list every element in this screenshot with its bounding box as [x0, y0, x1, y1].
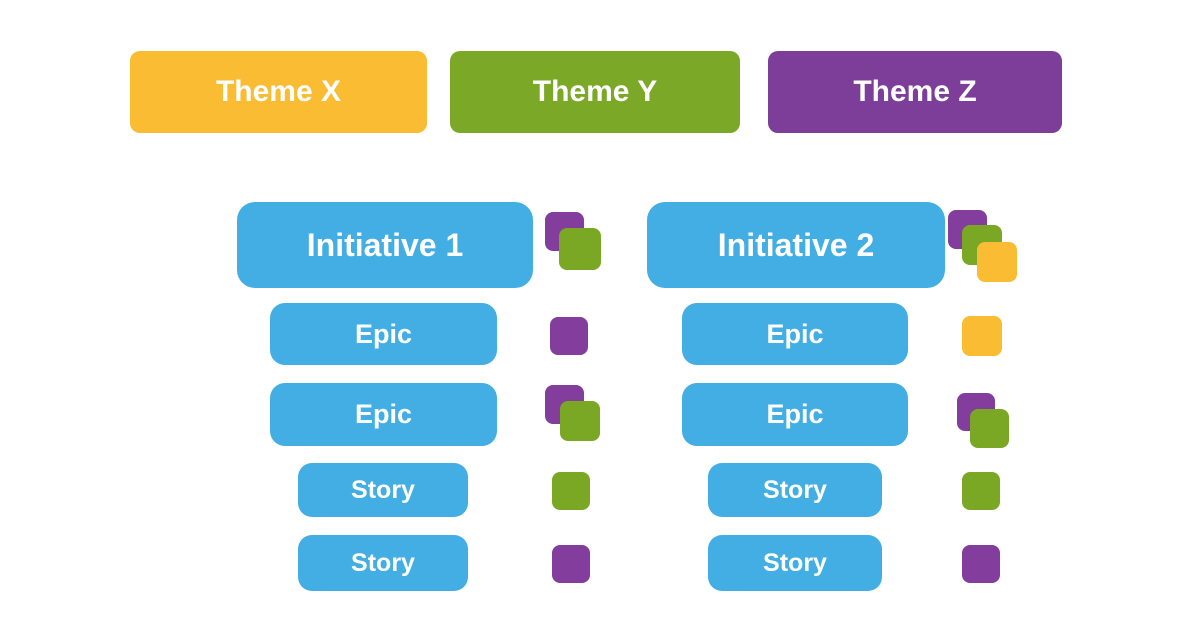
story-label: Story	[351, 548, 415, 577]
story-box: Story	[298, 535, 468, 591]
green-tag	[962, 472, 1000, 510]
purple-tag	[962, 545, 1000, 583]
theme-z-label: Theme Z	[853, 75, 977, 108]
theme-x-button: Theme X	[130, 51, 427, 133]
story-box: Story	[708, 535, 882, 591]
green-tag	[560, 401, 600, 441]
epic-box: Epic	[682, 303, 908, 365]
initiative-2-label: Initiative 2	[717, 226, 875, 263]
epic-label: Epic	[766, 318, 824, 349]
story-box: Story	[298, 463, 468, 517]
theme-y-label: Theme Y	[532, 75, 658, 108]
green-tag	[552, 472, 590, 510]
yellow-tag	[977, 242, 1017, 282]
story-label: Story	[763, 475, 827, 504]
story-box: Story	[708, 463, 882, 517]
purple-tag	[550, 317, 588, 355]
initiative-2-box: Initiative 2	[647, 202, 945, 288]
yellow-tag	[962, 316, 1002, 356]
story-label: Story	[763, 548, 827, 577]
theme-z-button: Theme Z	[768, 51, 1062, 133]
initiative-1-label: Initiative 1	[306, 226, 464, 263]
epic-label: Epic	[766, 399, 824, 429]
green-tag	[559, 228, 601, 270]
epic-box: Epic	[682, 383, 908, 446]
epic-box: Epic	[270, 303, 497, 365]
theme-y-button: Theme Y	[450, 51, 740, 133]
epic-label: Epic	[354, 399, 413, 429]
purple-tag	[552, 545, 590, 583]
theme-x-label: Theme X	[215, 75, 342, 108]
green-tag	[970, 409, 1009, 448]
story-label: Story	[351, 475, 415, 504]
epic-box: Epic	[270, 383, 497, 446]
initiative-1-box: Initiative 1	[237, 202, 533, 288]
epic-label: Epic	[354, 318, 413, 349]
